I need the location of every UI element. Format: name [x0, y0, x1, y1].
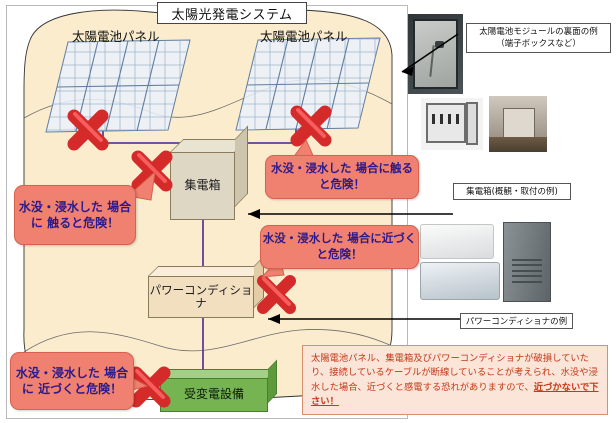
description-emphasis: 近づかないで下さい！ — [311, 381, 599, 408]
collector-box-label: 集電箱 — [170, 152, 235, 220]
callout-panel-danger: 水没・浸水した 場合に触ると危険！ — [265, 155, 419, 199]
caption-module-photo: 太陽電池モジュールの裏面の例 （端子ボックスなど） — [466, 23, 611, 53]
danger-x-icon-panel-left — [67, 109, 109, 151]
photo-collector-box-installed — [489, 96, 547, 152]
callout-power-conditioner-danger: 水没・浸水した 場合に近づくと危険！ — [260, 225, 419, 269]
photo-collector-box-open — [421, 98, 483, 150]
photo-power-conditioner-cabinet — [503, 222, 551, 302]
callout-collector-box-danger: 水没・浸水した 場合に 触ると危険！ — [14, 185, 136, 245]
leader-arrow-module-photo — [401, 33, 459, 76]
photo-power-conditioner-wall-a — [420, 224, 494, 259]
danger-x-icon-panel-right — [290, 105, 332, 147]
danger-x-icon-power-conditioner — [257, 275, 296, 314]
solar-panel-left — [45, 39, 191, 133]
solar-panel-right — [235, 37, 381, 131]
label-solar-panel-right: 太陽電池パネル — [260, 29, 348, 44]
danger-x-icon-substation — [129, 366, 171, 408]
equipment-collector-box: 集電箱 — [170, 125, 249, 220]
caption-power-conditioner-photo: パワーコンディショナの例 — [460, 313, 573, 329]
description-body: 太陽電池パネル、集電箱及びパワーコンディショナが破損していたり、接続しているケー… — [311, 353, 598, 393]
callout-substation-danger: 水没・浸水した 場合に 近づくと危険！ — [10, 352, 134, 410]
label-solar-panel-left: 太陽電池パネル — [72, 29, 160, 44]
photo-module-back-side — [408, 14, 463, 94]
substation-label: 受変電設備 — [160, 378, 268, 412]
danger-x-icon-collector-box — [131, 150, 173, 192]
equipment-power-conditioner: パワーコンディショナ — [148, 255, 265, 318]
safety-description-text: 太陽電池パネル、集電箱及びパワーコンディショナが破損していたり、接続しているケー… — [302, 345, 608, 415]
page-title: 太陽光発電システム — [157, 2, 307, 24]
power-conditioner-label: パワーコンディショナ — [148, 276, 254, 318]
caption-collector-photo: 集電箱(概観・取付の例) — [453, 183, 571, 200]
photo-power-conditioner-wall-b — [420, 262, 500, 300]
leader-arrow-collector-photo — [248, 209, 453, 219]
leader-arrow-pcs-photo — [268, 314, 463, 324]
equipment-substation: 受変電設備 — [160, 359, 278, 412]
